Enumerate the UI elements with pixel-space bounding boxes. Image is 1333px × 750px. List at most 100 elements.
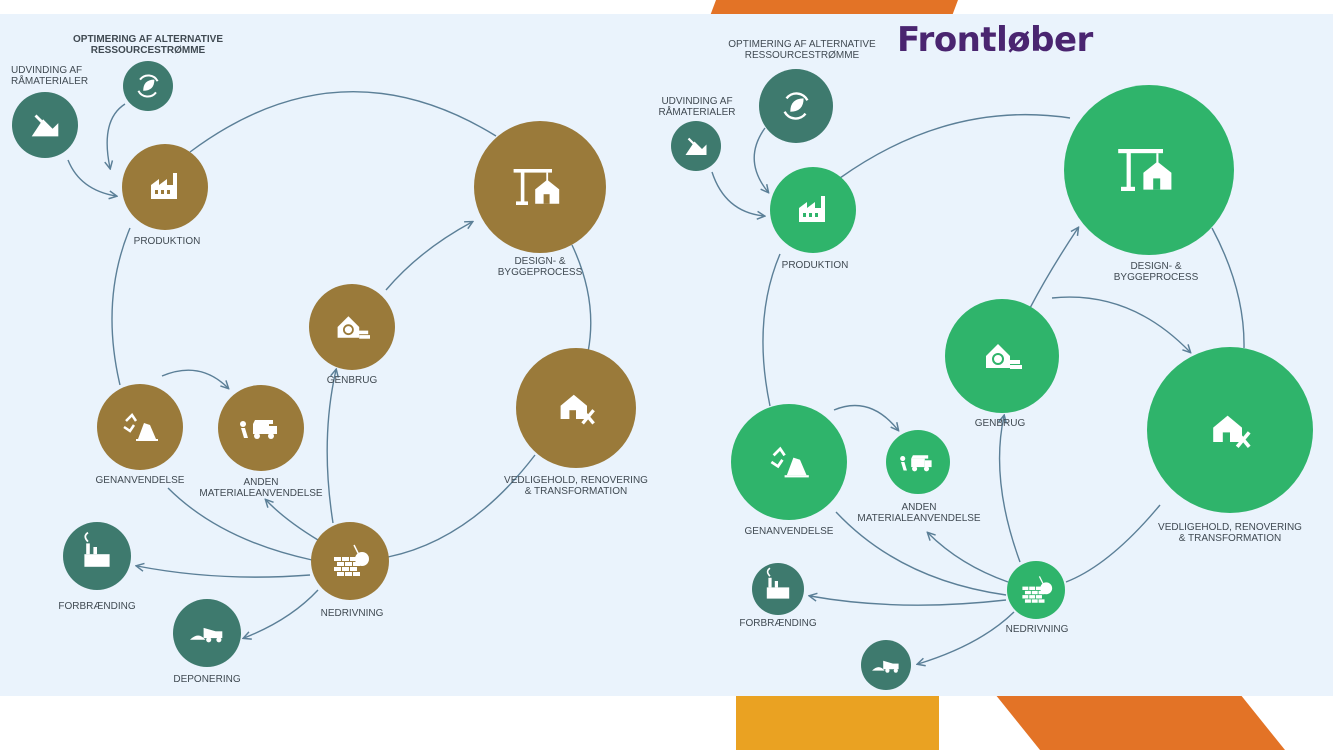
yellow-block-bottom [736, 694, 939, 750]
incinerator-icon [766, 567, 790, 599]
design-label: DESIGN- & [514, 256, 565, 267]
forbraending-node [752, 563, 804, 615]
forbraending-label: FORBRÆNDING [58, 601, 135, 612]
optimering-label: OPTIMERING AF ALTERNATIVE [73, 34, 223, 45]
produktion-label: PRODUKTION [782, 260, 849, 271]
anden-label: ANDEN [243, 477, 278, 488]
arc-genanvendelse-produktion [111, 227, 131, 386]
forbraending-node [63, 522, 131, 590]
design-label: BYGGEPROCESS [1114, 272, 1199, 283]
vedligehold-label: & TRANSFORMATION [1179, 533, 1281, 544]
deponering-node [173, 599, 241, 667]
dump-truck-icon [872, 660, 899, 673]
genanvendelse-node [731, 404, 847, 520]
house-tools-icon [1213, 415, 1251, 448]
arc-vedligehold-nedrivning [1065, 504, 1161, 583]
arrow-genanvendelse-anden [161, 369, 228, 388]
genanvendelse-label: GENANVENDELSE [96, 475, 185, 486]
vedligehold-node [516, 348, 636, 468]
genbrug-label: GENBRUG [327, 375, 378, 386]
design-label: BYGGEPROCESS [498, 267, 583, 278]
anden-label: MATERIALEANVENDELSE [199, 488, 323, 499]
genbrug-label: GENBRUG [975, 418, 1026, 429]
produktion-node [770, 167, 856, 253]
page-title: Frontløber [897, 20, 1093, 60]
arrow-nedrivning-anden [928, 533, 1009, 583]
anden-node [218, 385, 304, 471]
mining-icon [685, 137, 707, 155]
arrow-udvinding-produktion [67, 159, 116, 196]
recycle-leaf-icon [783, 92, 809, 120]
anden-node [886, 430, 950, 494]
vedligehold-label: & TRANSFORMATION [525, 486, 627, 497]
deponering-node [861, 640, 911, 690]
arrow-nedrivning-anden [266, 500, 319, 541]
genbrug-node [945, 299, 1059, 413]
optimering-label: OPTIMERING AF ALTERNATIVE [728, 39, 876, 50]
optimering-node [759, 69, 833, 143]
arrow-nedrivning-forbraending [137, 566, 311, 578]
vedligehold-label: VEDLIGEHOLD, RENOVERING [1158, 522, 1302, 533]
recycle-leaf-icon [137, 74, 159, 98]
arrow-nedrivning-forbraending [810, 596, 1007, 606]
arrow-nedrivning-deponering [918, 611, 1015, 664]
genanvendelse-circle [731, 404, 847, 520]
arrow-genbrug-vedligehold [1051, 296, 1190, 352]
udvinding-node [12, 92, 78, 158]
arc-design-vedligehold [1211, 227, 1245, 349]
left-diagram: OPTIMERING AF ALTERNATIVERESSOURCESTRØMM… [11, 34, 648, 685]
arrow-genbrug-design [385, 222, 472, 291]
recycle-house-icon [337, 316, 370, 339]
mining-icon [31, 114, 59, 137]
anden-label: ANDEN [901, 502, 936, 513]
optimering-node [123, 61, 173, 111]
arrow-genbrug-design [1029, 228, 1078, 309]
recycle-rubble-icon [770, 446, 809, 478]
right-diagram: OPTIMERING AF ALTERNATIVERESSOURCESTRØMM… [658, 39, 1313, 690]
arc-nedrivning-genanvendelse [167, 487, 313, 561]
factory-icon [799, 196, 825, 222]
design-node [474, 121, 606, 253]
arrow-optimering-produktion [107, 103, 126, 168]
udvinding-label: UDVINDING AF [11, 65, 82, 76]
arc-produktion-design [839, 113, 1071, 179]
genanvendelse-node [97, 384, 183, 470]
design-label: DESIGN- & [1130, 261, 1181, 272]
genanvendelse-circle [97, 384, 183, 470]
nedrivning-node [311, 522, 389, 600]
factory-icon [151, 173, 177, 199]
optimering-label: RESSOURCESTRØMME [745, 50, 860, 61]
orange-stripe-top [710, 0, 958, 16]
arc-design-vedligehold [571, 244, 592, 353]
arc-produktion-design [189, 91, 497, 153]
forbraending-label: FORBRÆNDING [739, 618, 816, 629]
worker-truck-icon [900, 455, 932, 472]
arc-genanvendelse-produktion [762, 253, 781, 407]
arrow-nedrivning-genbrug [1000, 416, 1021, 563]
anden-label: MATERIALEANVENDELSE [857, 513, 981, 524]
nedrivning-label: NEDRIVNING [1006, 624, 1069, 635]
orange-stripe-bottom [995, 694, 1285, 750]
deponering-label: DEPONERING [173, 674, 240, 685]
recycle-rubble-icon [123, 413, 158, 441]
produktion-node [122, 144, 208, 230]
produktion-label: PRODUKTION [134, 236, 201, 247]
house-tools-icon [560, 394, 595, 425]
arc-vedligehold-nedrivning [387, 454, 536, 558]
vedligehold-node [1147, 347, 1313, 513]
design-node [1064, 85, 1234, 255]
arrow-udvinding-produktion [711, 171, 764, 216]
wrecking-ball-icon [1022, 576, 1053, 603]
udvinding-label: RÅMATERIALER [658, 105, 735, 118]
crane-house-icon [1118, 149, 1172, 191]
crane-house-icon [513, 169, 560, 205]
worker-truck-icon [240, 420, 277, 439]
optimering-label: RESSOURCESTRØMME [91, 45, 206, 56]
arc-nedrivning-genanvendelse [835, 511, 1007, 596]
udvinding-node [671, 121, 721, 171]
recycle-house-icon [986, 344, 1022, 369]
arrow-genanvendelse-anden [833, 404, 898, 431]
udvinding-label: UDVINDING AF [661, 96, 732, 107]
